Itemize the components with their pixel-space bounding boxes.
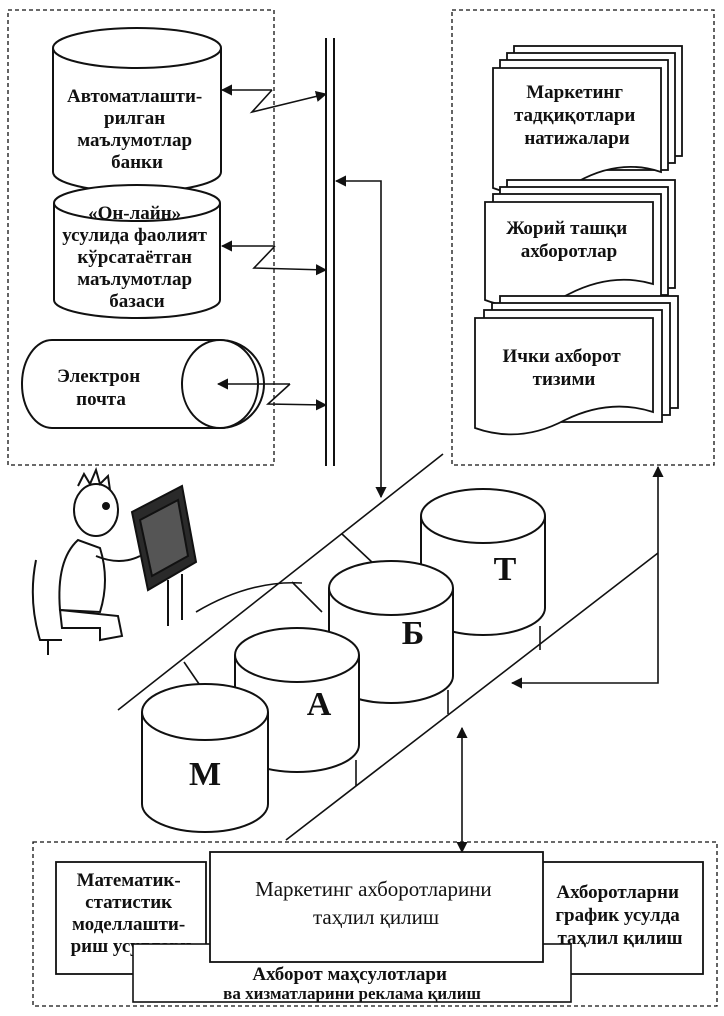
bank-connector — [220, 84, 328, 114]
svg-text:Ахборотларни график усулда: Ахборотларни график усулда таҳлил қилиш — [555, 882, 684, 949]
data-bank-line-3: маълумотлар — [77, 130, 192, 151]
online-db-line-2: усулида фаолият — [62, 225, 207, 246]
svg-text:Маркетинг тадқиқотлари: Маркетинг тадқиқотлари натижалари — [514, 82, 640, 149]
math-line-3: моделлашти- — [72, 914, 185, 935]
online-db-line-4: маълумотлар — [77, 269, 192, 290]
internal-line-1: Ички ахборот — [502, 346, 621, 367]
research-line-2: тадқиқотлари — [514, 105, 635, 126]
svg-text:«Он-лайн» усулида фаолия: «Он-лайн» усулида фаолият кўрсатаётган м… — [62, 203, 211, 312]
documents-panel — [451, 9, 715, 466]
external-line-1: Жорий ташқи — [506, 218, 627, 239]
external-line-2: ахборотлар — [521, 241, 617, 262]
person-at-computer-illustration — [31, 467, 198, 655]
email-cylinder: Электрон почта — [21, 339, 265, 429]
internal-line-2: тизими — [533, 369, 596, 390]
svg-text:Ички ахборот тизими: Ички ахборот тизими — [502, 346, 625, 390]
warehouse-label-1: М — [189, 756, 221, 793]
svg-text:Жорий ташқи ахборотлар: Жорий ташқи ахборотлар — [506, 218, 632, 262]
data-bank-line-1: Автоматлашти- — [67, 86, 202, 107]
email-connector — [216, 378, 328, 411]
graphic-line-2: график усулда — [555, 905, 680, 926]
warehouse-cylinders: Т Б А М — [141, 488, 546, 833]
warehouse-to-documents-arrow — [510, 465, 664, 689]
research-results-doc: Маркетинг тадқиқотлари натижалари — [492, 45, 683, 196]
analysis-line-2: таҳлил қилиш — [313, 905, 439, 929]
svg-text:Ахборот маҳсулотлари ва хи: Ахборот маҳсулотлари ва хизматларини рек… — [223, 964, 481, 1003]
warehouse-label-3: Б — [402, 615, 424, 652]
data-bank-line-2: рилган — [104, 108, 165, 129]
online-db-line-3: кўрсатаётган — [77, 247, 192, 268]
ad-line-2: ва хизматларини реклама қилиш — [223, 984, 481, 1003]
research-line-1: Маркетинг — [526, 82, 623, 103]
external-info-doc: Жорий ташқи ахборотлар — [484, 179, 676, 308]
data-bank-cylinder: Автоматлашти- рилган маълумотлар банки — [52, 27, 222, 193]
warehouse-label-2: А — [307, 686, 332, 723]
warehouse-cylinder-1: М — [141, 683, 269, 833]
analysis-panel — [32, 841, 718, 1007]
graphic-line-3: таҳлил қилиш — [557, 928, 682, 949]
marketing-analysis-box — [209, 851, 544, 963]
online-db-line-5: базаси — [109, 291, 165, 312]
ad-line-1: Ахборот маҳсулотлари — [252, 964, 447, 985]
warehouse-label-4: Т — [494, 551, 517, 588]
graphic-line-1: Ахборотларни — [556, 882, 679, 903]
svg-text:Автоматлашти- рилган: Автоматлашти- рилган маълумотлар банки — [67, 86, 207, 173]
svg-text:Электрон почта: Электрон почта — [57, 366, 145, 410]
math-line-1: Математик- — [77, 870, 181, 891]
analysis-line-1: Маркетинг ахборотларини — [255, 877, 492, 901]
math-line-2: статистик — [85, 892, 172, 913]
online-database-cylinder: «Он-лайн» усулида фаолият кўрсатаётган м… — [53, 184, 221, 319]
email-line-2: почта — [76, 389, 126, 410]
research-line-3: натижалари — [524, 128, 629, 149]
bus-to-warehouse-arrow — [334, 175, 387, 499]
internal-system-doc: Ички ахборот тизими — [474, 295, 679, 436]
svg-text:Маркетинг ахборотларини та: Маркетинг ахборотларини таҳлил қилиш — [255, 877, 497, 929]
online-db-connector — [220, 240, 328, 276]
online-db-line-1: «Он-лайн» — [88, 203, 181, 224]
sources-panel — [7, 9, 275, 466]
email-line-1: Электрон — [57, 366, 140, 387]
data-bank-line-4: банки — [111, 152, 163, 173]
